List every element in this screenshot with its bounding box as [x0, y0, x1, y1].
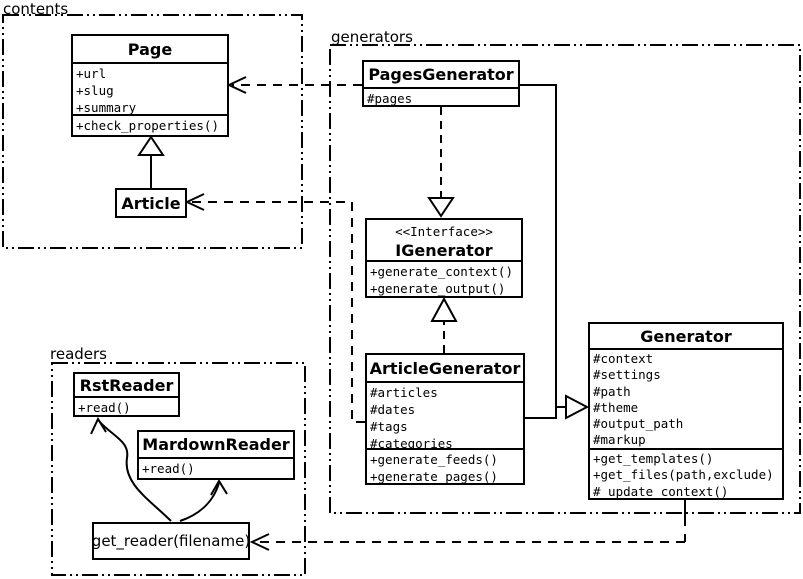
- attribute-row: #path: [593, 383, 631, 399]
- package-label-readers: readers: [50, 345, 107, 363]
- attribute-row: #theme: [593, 399, 639, 415]
- hollow-triangle-at-igenerator-top: [427, 197, 455, 218]
- package-border-contents: [2, 14, 303, 249]
- attribute-row: #dates: [370, 402, 416, 417]
- package-border-generators: [329, 44, 801, 514]
- package-label-generators: generators: [331, 28, 413, 46]
- class-pagesgenerator: PagesGenerator #pages: [362, 60, 520, 107]
- hollow-triangle-at-page: [137, 135, 165, 156]
- stereotype-label: <<Interface>>: [395, 224, 493, 239]
- methods-compartment: +read(): [75, 398, 178, 415]
- interface-header: <<Interface>> IGenerator: [367, 220, 521, 262]
- generalization-line-articlegenerator-to-generator: [525, 407, 557, 419]
- open-arrowhead-at-mardownreader: [210, 479, 228, 496]
- hollow-triangle-at-igenerator-bottom: [430, 296, 458, 322]
- attribute-row: +slug: [76, 83, 114, 98]
- attribute-row: +url: [76, 66, 107, 81]
- class-title-igenerator: IGenerator: [395, 241, 493, 260]
- class-igenerator: <<Interface>> IGenerator +generate_conte…: [365, 218, 523, 298]
- attribute-row: #categories: [370, 436, 453, 450]
- methods-compartment: +read(): [139, 459, 293, 478]
- attributes-compartment: #context #settings #path #theme #output_…: [590, 350, 782, 450]
- method-row: +read(): [78, 400, 131, 415]
- class-article: Article: [115, 188, 187, 218]
- class-rstreader: RstReader +read(): [73, 372, 180, 417]
- method-row: +read(): [142, 461, 195, 476]
- methods-compartment: +generate_context() +generate_output(): [367, 262, 521, 296]
- methods-compartment: +generate_feeds() +generate_pages(): [367, 450, 523, 483]
- class-title-page: Page: [73, 36, 227, 64]
- dependency-line-articlegenerator-to-article: [190, 201, 365, 423]
- curve-getreader-to-mardownreader: [179, 482, 220, 522]
- method-row: +get_files(path,exclude): [593, 467, 774, 483]
- method-row: +generate_context(): [370, 264, 513, 279]
- attributes-compartment: #pages: [364, 89, 518, 105]
- open-arrowhead-at-rstreader: [90, 416, 107, 435]
- attribute-row: #markup: [593, 432, 646, 448]
- attribute-row: #articles: [370, 385, 438, 400]
- attribute-row: #output_path: [593, 416, 684, 432]
- class-generator: Generator #context #settings #path #them…: [588, 322, 784, 500]
- package-border-readers: [51, 362, 306, 576]
- class-title-pagesgenerator: PagesGenerator: [364, 62, 518, 89]
- hollow-triangle-at-generator: [565, 394, 590, 420]
- method-row: +get_templates(): [593, 451, 714, 466]
- class-title-article: Article: [121, 193, 181, 213]
- attributes-compartment: +url +slug +summary: [73, 64, 227, 116]
- generalization-line-pagesgenerator-to-generator: [520, 84, 566, 408]
- method-row: +generate_pages(): [370, 469, 498, 483]
- method-row: +generate_output(): [370, 281, 506, 296]
- attribute-row: #tags: [370, 419, 408, 434]
- open-arrowhead-at-page: [226, 76, 247, 94]
- attribute-row: #settings: [593, 367, 661, 383]
- attributes-compartment: #articles #dates #tags #categories: [367, 383, 523, 450]
- method-row: +generate_feeds(): [370, 452, 498, 467]
- class-title-rstreader: RstReader: [75, 374, 178, 398]
- methods-compartment: +get_templates() +get_files(path,exclude…: [590, 450, 782, 498]
- class-page: Page +url +slug +summary +check_properti…: [71, 34, 229, 137]
- open-arrowhead-at-article: [184, 193, 205, 211]
- attribute-row: +summary: [76, 100, 137, 115]
- attribute-row: #context: [593, 351, 654, 366]
- methods-compartment: +check_properties(): [73, 116, 227, 135]
- attribute-row: #pages: [367, 91, 413, 105]
- function-box-get-reader: get_reader(filename): [92, 522, 250, 560]
- method-row: +check_properties(): [76, 118, 219, 133]
- class-title-mardownreader: MardownReader: [139, 432, 293, 459]
- class-title-generator: Generator: [590, 324, 782, 350]
- class-articlegenerator: ArticleGenerator #articles #dates #tags …: [365, 353, 525, 485]
- method-row: #_update_context(): [593, 483, 729, 498]
- package-label-contents: contents: [3, 0, 69, 18]
- class-title-articlegenerator: ArticleGenerator: [367, 355, 523, 383]
- open-arrowhead-at-getreader: [249, 533, 270, 551]
- curve-getreader-to-rstreader: [98, 420, 172, 522]
- class-mardownreader: MardownReader +read(): [137, 430, 295, 480]
